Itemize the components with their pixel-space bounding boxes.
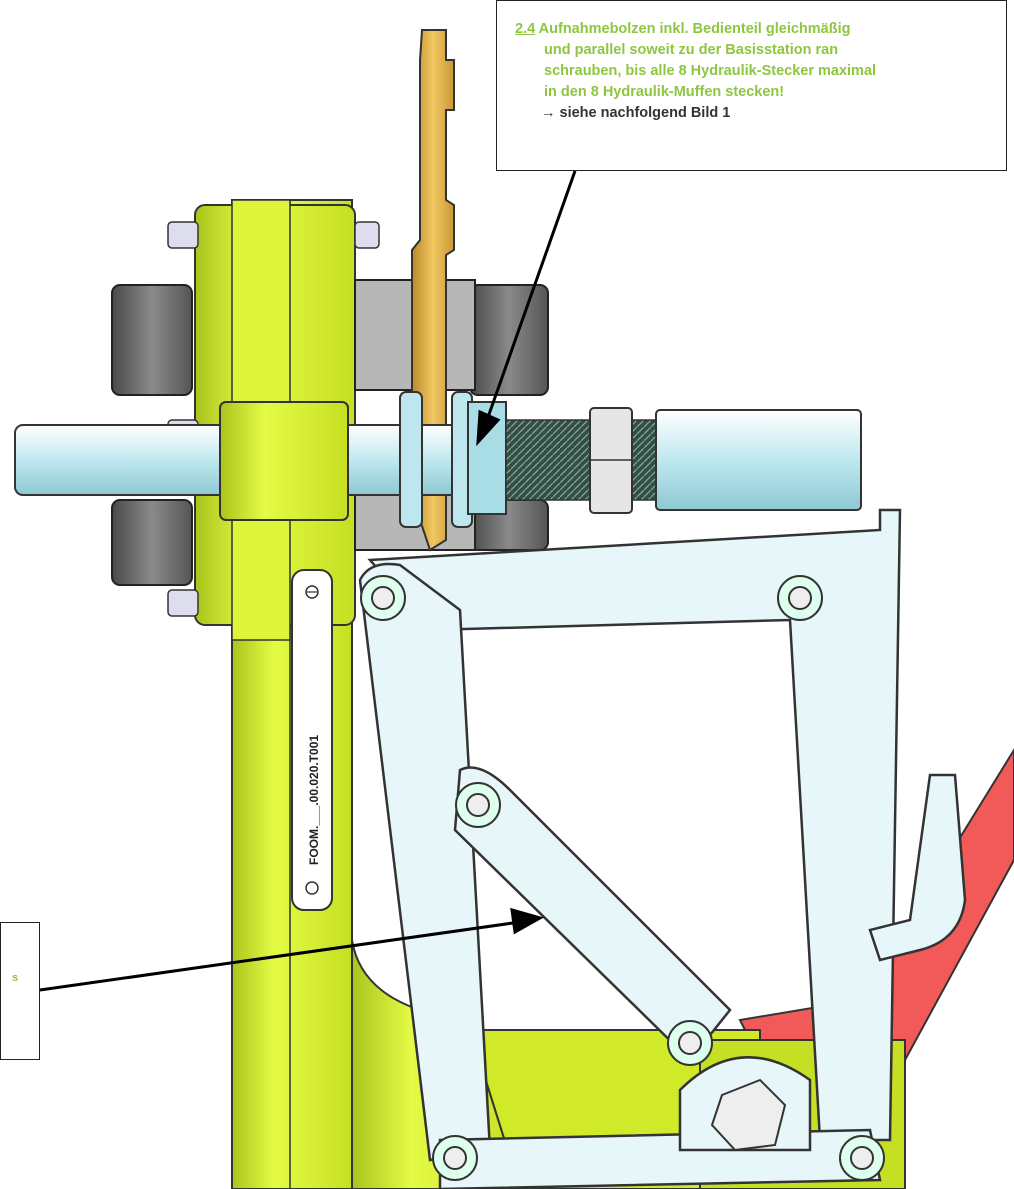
callout-line-4: in den 8 Hydraulik-Muffen stecken! — [544, 84, 785, 100]
callout-reference: →siehe nachfolgend Bild 1 — [515, 103, 1006, 124]
part-number-label: FOOM.___.00.020.T001 — [307, 735, 321, 865]
callout-line-3: schrauben, bis alle 8 Hydraulik-Stecker … — [544, 63, 877, 79]
left-callout-text: s — [12, 972, 19, 984]
step-number: 2.4 — [515, 21, 536, 37]
callout-line-2: und parallel soweit zu der Basisstation … — [544, 42, 839, 58]
part-plate: FOOM.___.00.020.T001 — [291, 569, 333, 911]
left-callout: s — [0, 922, 40, 1060]
callout-line-1: 2.4 Aufnahmebolzen inkl. Bedienteil glei… — [515, 21, 851, 37]
right-arrow-icon: → — [541, 105, 556, 121]
leader-arrows — [39, 170, 577, 992]
instruction-callout: 2.4 Aufnahmebolzen inkl. Bedienteil glei… — [496, 0, 1007, 171]
shaft — [14, 391, 862, 528]
linkage-bolts — [360, 575, 885, 1181]
